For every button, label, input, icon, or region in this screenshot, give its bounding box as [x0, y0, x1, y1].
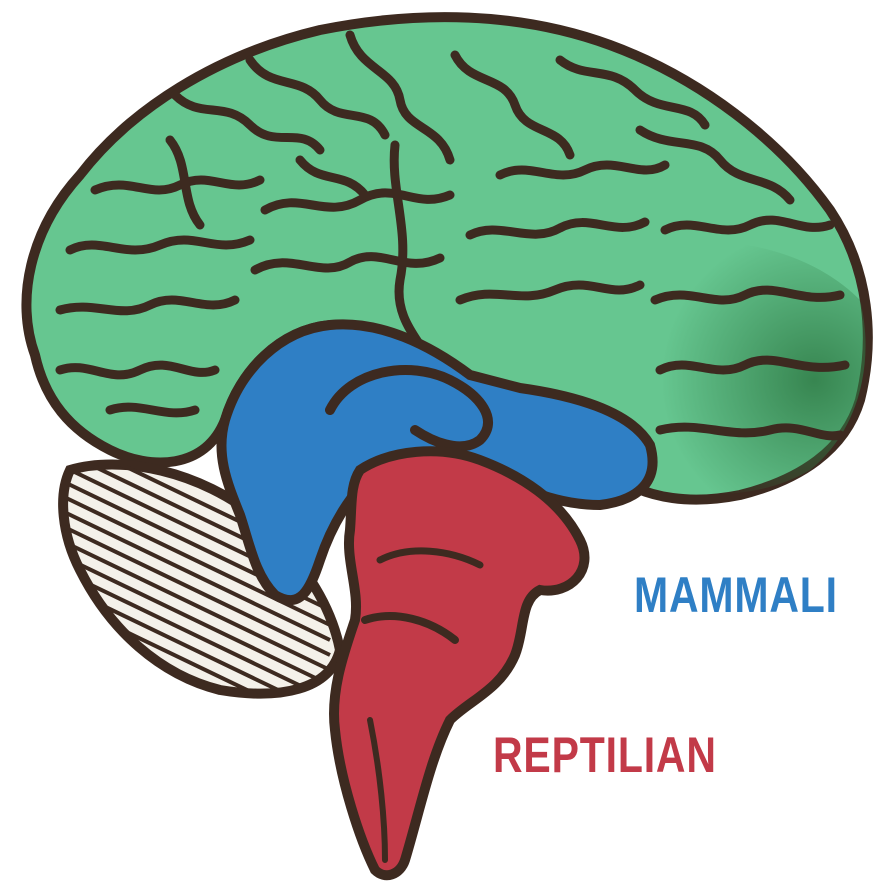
reptilian-label: REPTILIAN — [493, 726, 717, 784]
mammalian-label: MAMMALI — [634, 566, 838, 624]
brainstem — [334, 451, 584, 875]
brainstem-shape — [334, 451, 584, 875]
